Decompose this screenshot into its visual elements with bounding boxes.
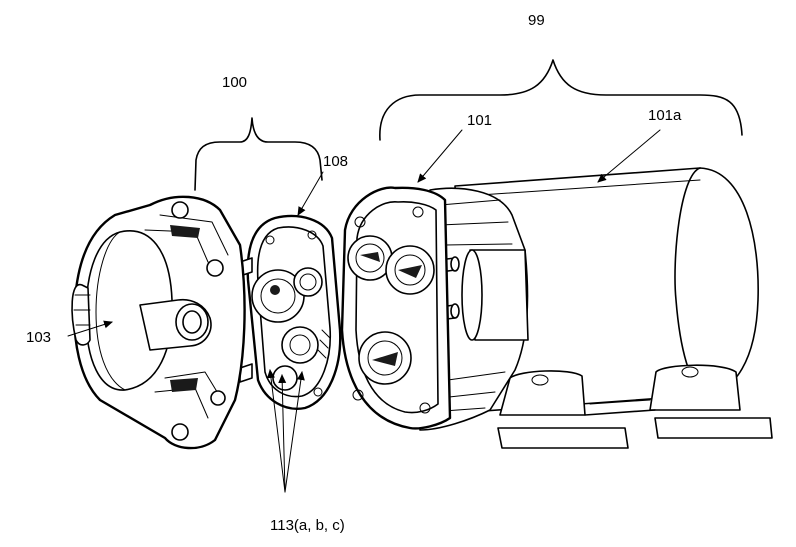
bracket-pump-head-100 xyxy=(194,117,323,191)
leader-103 xyxy=(67,320,113,337)
label-113: 113(a, b, c) xyxy=(270,517,345,534)
label-101: 101 xyxy=(467,112,492,129)
pump-cover xyxy=(71,195,246,450)
leader-108 xyxy=(297,171,324,216)
motor-feet xyxy=(497,364,773,449)
bracket-assembly-99 xyxy=(379,59,743,141)
leaders-113 xyxy=(267,369,305,493)
label-101a: 101a xyxy=(648,107,682,124)
leader-101a xyxy=(597,129,661,183)
valve-plate xyxy=(239,214,342,410)
label-99: 99 xyxy=(528,12,545,29)
leader-101 xyxy=(417,129,463,183)
label-108: 108 xyxy=(323,153,348,170)
label-103: 103 xyxy=(26,329,51,346)
motor xyxy=(397,167,773,449)
label-100: 100 xyxy=(222,74,247,91)
motor-valve-face xyxy=(340,186,452,430)
